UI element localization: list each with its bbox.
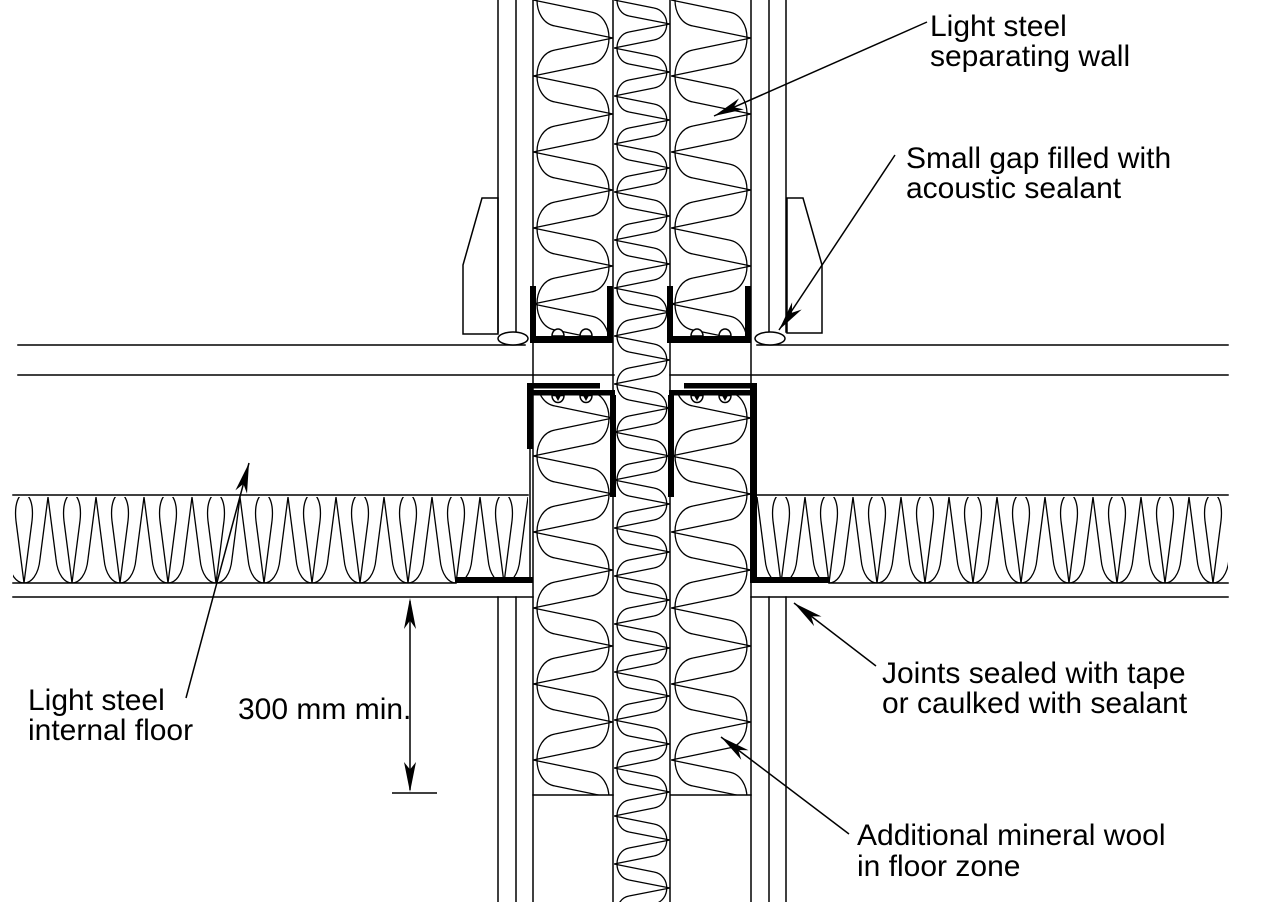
floor-edge-angle-right [750,577,830,583]
wall-insulation-floorzone-right [671,394,751,795]
arrowhead-acoustic-sealant [779,302,802,330]
joints-sealed-label-line2: or caulked with sealant [882,687,1188,720]
mineral-wool-fills [13,0,1228,902]
annotation-labels: Light steel separating wall Small gap fi… [28,10,1188,883]
upper-track-right [667,286,751,343]
sealant-bead-right [754,331,786,346]
separating-wall-label-line2: separating wall [930,40,1130,73]
leader-acoustic-sealant [778,154,896,331]
wall-board-lines-left [497,0,517,902]
wall-insulation-floorzone-left [533,394,613,795]
floor-edge-angle-left [455,577,533,583]
packer-left [462,197,499,335]
arrowheads [235,98,822,760]
wall-insulation-upper-right [671,0,751,336]
dimension-label: 300 mm min. [238,693,411,726]
wall-board-lines-right [768,0,787,902]
lower-clips [551,394,732,404]
thin-linework [12,0,1229,902]
additional-wool-label-line2: in floor zone [857,850,1020,883]
floor-insulation-right [757,497,1228,583]
dimension-300mm [392,598,437,794]
wall-insulation-upper-left [533,0,613,336]
leader-internal-floor [185,462,250,699]
track-fixing-clips [551,328,732,404]
arrowhead-separating-wall [714,98,744,116]
clip-teeth [555,336,728,401]
sealant-bead-left [497,331,529,346]
internal-floor-label-line2: internal floor [28,714,193,747]
separating-wall-label-line1: Light steel [930,10,1067,43]
dimension-arrow-down [404,762,416,792]
lower-track-left [527,383,616,497]
acoustic-sealant-label-line2: acoustic sealant [906,172,1122,205]
upper-clips [551,328,732,337]
dimension-arrow-up [404,598,416,629]
internal-floor-label-line1: Light steel [28,684,165,717]
additional-wool-label-line1: Additional mineral wool [857,819,1166,852]
leader-additional-wool [720,736,850,835]
arrowhead-additional-wool [721,737,749,760]
lower-track-right [668,383,757,583]
cavity-quilt-insulation [614,0,670,902]
leader-separating-wall [713,21,928,117]
upper-track-left [530,286,613,343]
arrowhead-joints-sealed [794,603,822,627]
joints-sealed-label-line1: Joints sealed with tape [882,657,1186,690]
acoustic-sealant-label-line1: Small gap filled with [906,142,1171,175]
arrowhead-internal-floor [235,463,249,494]
packer-right [786,197,823,334]
dimension-line [392,601,437,794]
steel-sections [455,286,830,583]
floor-insulation-left [13,497,528,583]
